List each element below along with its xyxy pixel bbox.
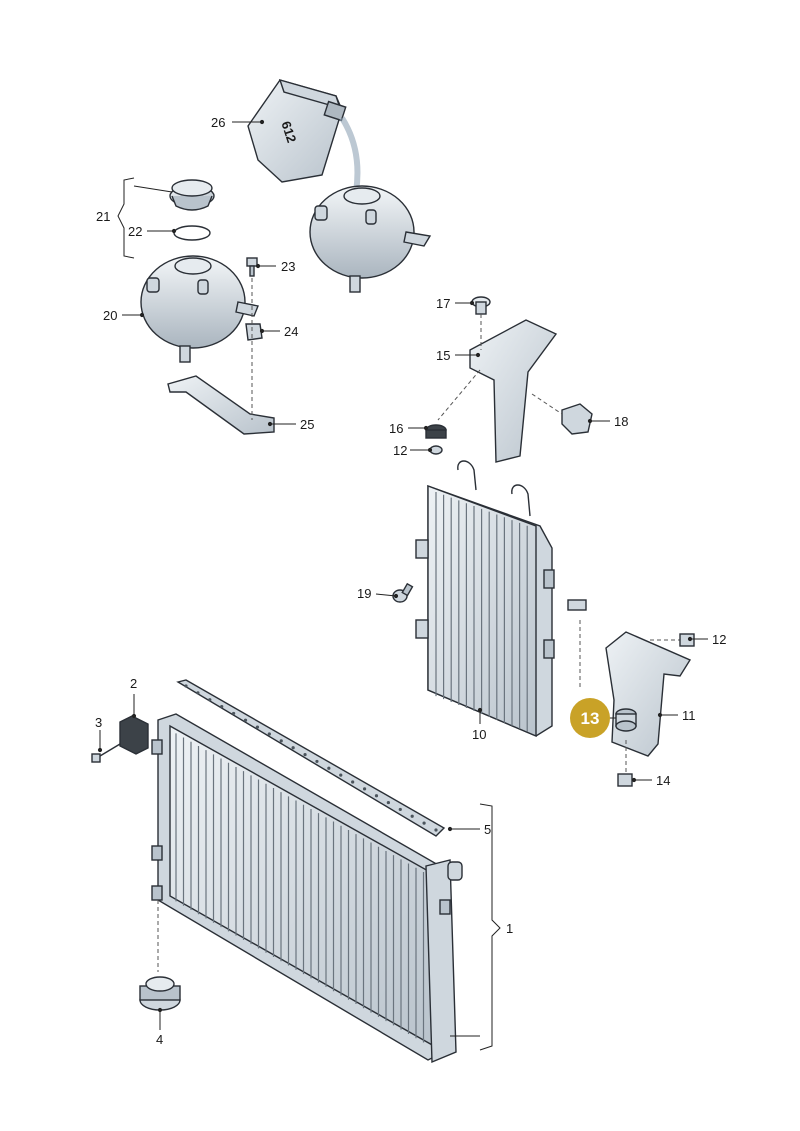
callout-4: 4 [156,1032,163,1047]
callout-14: 14 [656,773,670,788]
callout-13: 13 [581,709,600,728]
nut-14 [617,773,633,787]
auxiliary-cooler-10 [415,460,587,738]
highlight-callout-13[interactable]: 13 [570,698,610,738]
main-radiator-1 [151,713,463,1064]
seal-hole [315,759,319,764]
bolt-17 [471,296,491,315]
screw-3 [91,743,121,763]
seal-hole [267,732,271,736]
rubber-mount-16 [425,424,447,439]
callout-3: 3 [95,715,102,730]
cooler-bracket-15 [469,319,558,463]
seal-hole [255,725,260,729]
seal-hole [386,800,390,805]
seal-hole [327,766,331,770]
seal-hole [351,780,355,784]
seal-hole [243,718,248,722]
seal-hole [303,752,307,757]
lower-expansion-tank [140,255,259,363]
callout-15: 15 [436,348,450,363]
upper-expansion-tank [309,185,432,293]
callout-12-right: 12 [712,632,726,647]
callout-19: 19 [357,586,371,601]
nut-12-right [679,633,695,647]
seal-hole [362,787,367,791]
seal-hole [374,794,379,798]
seal-hole [279,739,283,743]
nut-12-upper [429,445,443,455]
seal-hole [232,711,236,716]
bracket-2 [119,715,149,755]
seal-hole [339,773,343,777]
callout-2: 2 [130,676,137,691]
callout-17: 17 [436,296,450,311]
callout-labels: 26 21 22 23 20 24 25 17 15 16 12 18 19 1… [95,115,726,1047]
callout-16: 16 [389,421,403,436]
callout-26: 26 [211,115,225,130]
seal-hole [422,821,426,825]
callout-25: 25 [300,417,314,432]
callout-18: 18 [614,414,628,429]
tank-bracket-25 [167,375,275,435]
tank-cap [169,179,215,211]
cooler-bracket-11 [605,631,692,757]
callout-12-upper: 12 [393,443,407,458]
o-ring [173,225,211,241]
seal-hole [398,807,402,812]
seal-hole [291,746,295,750]
clip-nut-24 [245,323,263,341]
seal-hole [196,691,200,695]
callout-10: 10 [472,727,486,742]
seal-hole [184,684,188,688]
callout-20: 20 [103,308,117,323]
callout-5: 5 [484,822,491,837]
seal-strip-5 [176,679,446,837]
seal-hole [410,814,414,818]
seal-hole [208,698,212,702]
canister-mark: 612 [278,119,299,144]
coolant-canister: 612 [247,78,361,193]
callout-22: 22 [128,224,142,239]
callout-1: 1 [506,921,513,936]
rubber-mount-13 [615,708,637,732]
seal-hole [434,828,438,832]
callout-11: 11 [682,708,696,723]
highlight-badge[interactable] [570,698,610,738]
callout-23: 23 [281,259,295,274]
bolt-19 [392,582,414,603]
callout-21: 21 [96,209,110,224]
callout-24: 24 [284,324,298,339]
mount-4 [139,976,181,1011]
seal-hole [220,704,224,709]
sensor-18 [561,403,593,435]
screw-23 [246,257,258,277]
